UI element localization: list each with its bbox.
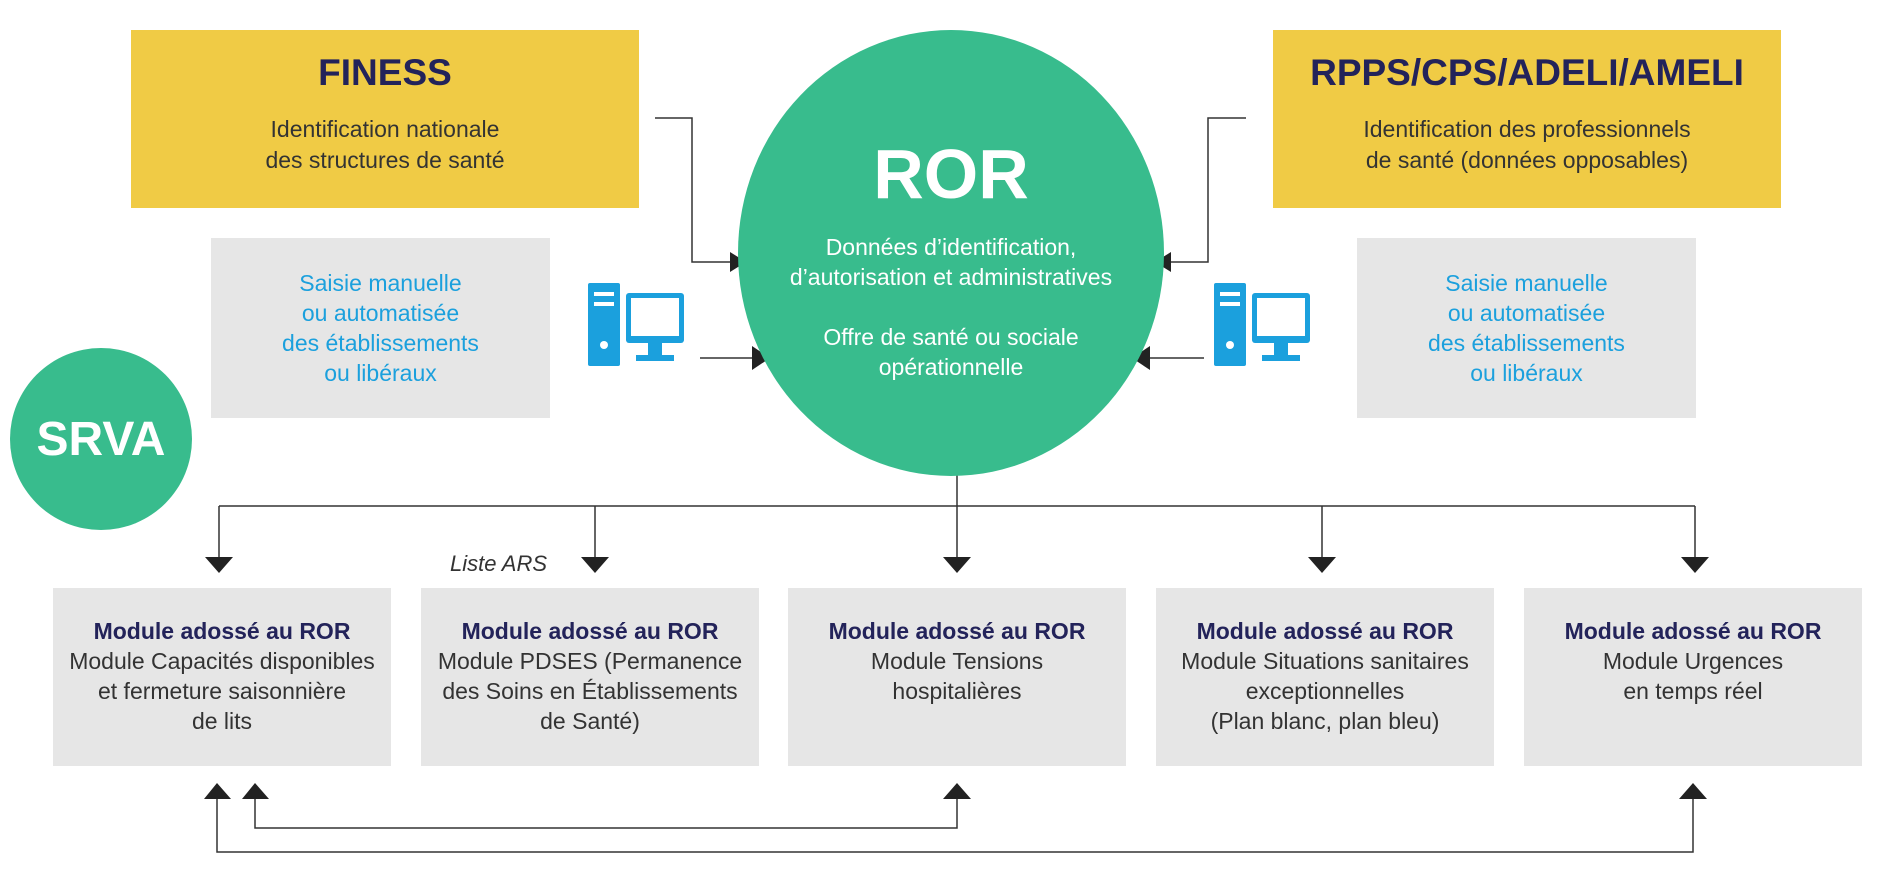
srva-label: SRVA: [36, 412, 166, 466]
saisie-right-line3: des établissements: [1428, 330, 1625, 356]
arrowhead: [205, 557, 233, 573]
module-tensions: Module adossé au ROR Module Tensions hos…: [788, 588, 1126, 766]
module-title: Module adossé au ROR: [1564, 618, 1822, 644]
module-line: et fermeture saisonnière: [97, 678, 346, 704]
computer-icon: [1214, 283, 1310, 366]
saisie-right-box: Saisie manuelle ou automatisée des établ…: [1357, 238, 1696, 418]
arrowhead: [943, 783, 971, 799]
saisie-left-line3: des établissements: [282, 330, 479, 356]
arrowhead: [1308, 557, 1336, 573]
module-pdses: Module adossé au ROR Module PDSES (Perma…: [421, 588, 759, 766]
module-line: Module Capacités disponibles: [69, 648, 375, 674]
module-title: Module adossé au ROR: [1196, 618, 1454, 644]
module-line: Module Urgences: [1602, 648, 1784, 674]
module-line: de Santé): [540, 708, 640, 734]
arrowhead: [1679, 783, 1707, 799]
arrowhead: [581, 557, 609, 573]
module-capacites: Module adossé au ROR Module Capacités di…: [53, 588, 391, 766]
saisie-left-line1: Saisie manuelle: [299, 270, 462, 296]
module-title: Module adossé au ROR: [93, 618, 351, 644]
arrowhead: [242, 783, 269, 799]
rpps-box: RPPS/CPS/ADELI/AMELI Identification des …: [1273, 30, 1781, 208]
saisie-right-line4: ou libéraux: [1470, 360, 1583, 386]
arrowhead: [752, 346, 770, 370]
module-title: Module adossé au ROR: [461, 618, 719, 644]
arrowhead: [1132, 346, 1150, 370]
ror-line2: d’autorisation et administratives: [789, 264, 1113, 290]
finess-box: FINESS Identification nationale des stru…: [131, 30, 639, 208]
module-line: de lits: [191, 708, 253, 734]
module-line: Module Situations sanitaires: [1181, 648, 1469, 674]
module-line: hospitalières: [892, 678, 1022, 704]
ror-title: ROR: [873, 135, 1029, 213]
saisie-left-line4: ou libéraux: [324, 360, 437, 386]
finess-line1: Identification nationale: [270, 116, 500, 142]
module-line: Module PDSES (Permanence: [437, 648, 743, 674]
module-urgences: Module adossé au ROR Module Urgences en …: [1524, 588, 1862, 766]
rpps-line1: Identification des professionnels: [1363, 116, 1691, 142]
arrowhead: [204, 783, 231, 799]
finess-title: FINESS: [318, 52, 452, 93]
arrowhead: [943, 557, 971, 573]
computer-icon: [588, 283, 684, 366]
module-line: des Soins en Établissements: [442, 678, 738, 704]
ror-line1: Données d’identification,: [825, 234, 1077, 260]
rpps-title: RPPS/CPS/ADELI/AMELI: [1310, 52, 1744, 93]
arrowhead: [1681, 557, 1709, 573]
liste-ars-label: Liste ARS: [450, 551, 548, 576]
ror-line3: Offre de santé ou sociale: [823, 324, 1079, 350]
module-situations: Module adossé au ROR Module Situations s…: [1156, 588, 1494, 766]
module-title: Module adossé au ROR: [828, 618, 1086, 644]
ror-line4: opérationnelle: [878, 354, 1024, 380]
module-line: en temps réel: [1623, 678, 1763, 704]
module-line: exceptionnelles: [1245, 678, 1405, 704]
module-line: Module Tensions: [870, 648, 1044, 674]
saisie-left-box: Saisie manuelle ou automatisée des établ…: [211, 238, 550, 418]
saisie-right-line1: Saisie manuelle: [1445, 270, 1608, 296]
finess-line2: des structures de santé: [265, 147, 505, 173]
rpps-connector: [1163, 117, 1246, 263]
module-line: (Plan blanc, plan bleu): [1210, 708, 1440, 734]
srva-circle: SRVA: [10, 348, 192, 530]
saisie-left-line2: ou automatisée: [301, 300, 460, 326]
rpps-line2: de santé (données opposables): [1365, 147, 1689, 173]
ror-circle: ROR Données d’identification, d’autorisa…: [738, 30, 1164, 476]
saisie-right-line2: ou automatisée: [1447, 300, 1606, 326]
finess-connector: [655, 117, 738, 263]
